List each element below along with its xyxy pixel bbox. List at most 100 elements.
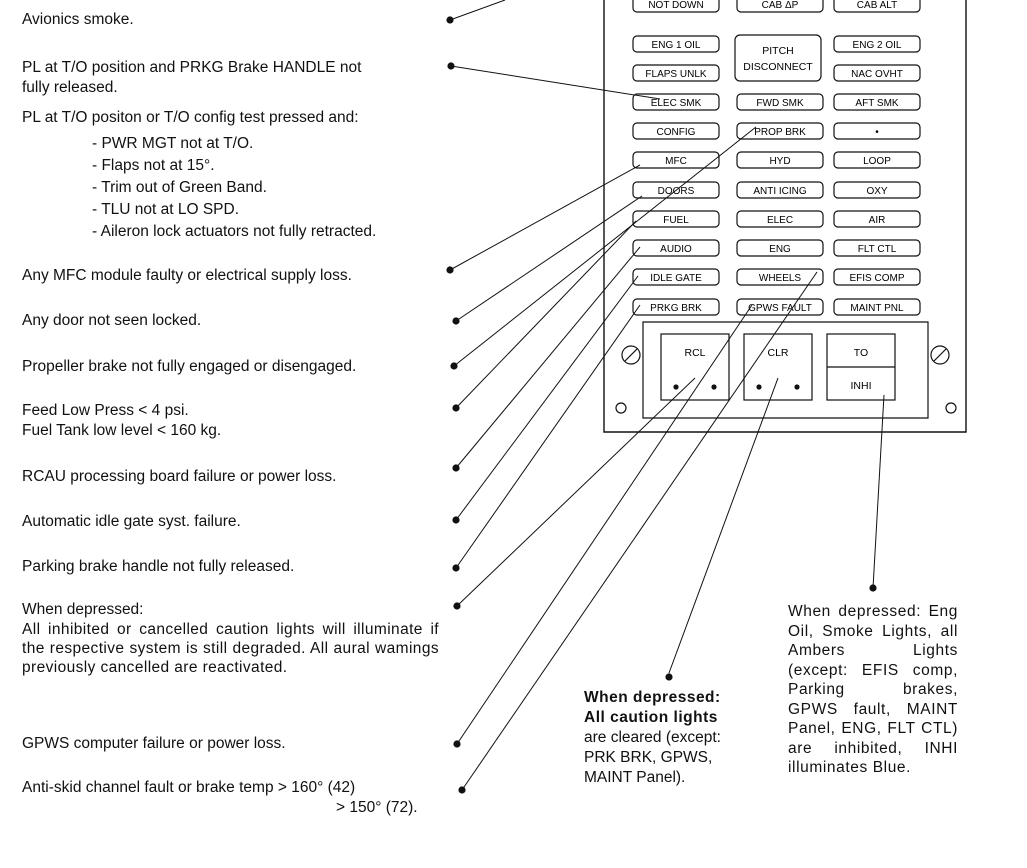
- idle-gate-text: Automatic idle gate syst. failure.: [22, 513, 241, 530]
- panel-frame: [603, 0, 967, 433]
- pitch-line2: DISCONNECT: [743, 61, 813, 73]
- caution-light-label: PRKG BRK: [650, 303, 702, 314]
- pitch-disconnect-button: [734, 34, 822, 82]
- caution-light-air[interactable]: AIR: [833, 210, 921, 228]
- caution-light-hyd[interactable]: HYD: [736, 151, 824, 169]
- fuel-text-line2: Fuel Tank low level < 160 kg.: [22, 422, 222, 439]
- pl-to-text-line2: fully released.: [22, 79, 118, 96]
- caution-light-blank[interactable]: •: [833, 122, 921, 140]
- wheels-text-line2: > 150° (72).: [336, 799, 418, 816]
- screw-right-icon: [930, 345, 950, 365]
- caution-light-nac-ovht[interactable]: NAC OVHT: [833, 64, 921, 82]
- clr-note-line4: PRK BRK, GPWS,: [584, 749, 713, 766]
- config-heading: PL at T/O positon or T/O config test pre…: [22, 109, 359, 126]
- caution-light-eng[interactable]: ENG: [736, 239, 824, 257]
- mount-hole-left-icon: [615, 402, 627, 414]
- caution-light-label: PROP BRK: [754, 127, 806, 138]
- caution-light-label: MAINT PNL: [850, 303, 904, 314]
- clr-note-line5: MAINT Panel).: [584, 769, 686, 786]
- caution-light-label: ELEC: [767, 215, 793, 226]
- caution-light-eng-1-oil[interactable]: ENG 1 OIL: [632, 35, 720, 53]
- clr-note-line1: When depressed:: [584, 689, 721, 706]
- caution-light-label: FUEL: [663, 215, 689, 226]
- caution-light-loop[interactable]: LOOP: [833, 151, 921, 169]
- rcl-body: All inhibited or cancelled caution light…: [22, 621, 439, 676]
- caution-light-fuel[interactable]: FUEL: [632, 210, 720, 228]
- caution-light-gpws-fault[interactable]: GPWS FAULT: [736, 298, 824, 316]
- screw-left-icon: [621, 345, 641, 365]
- avionics-smoke-text: Avionics smoke.: [22, 11, 134, 28]
- prop-brk-text: Propeller brake not fully engaged or dis…: [22, 358, 357, 375]
- config-item-1: - PWR MGT not at T/O.: [92, 135, 254, 152]
- config-item-2: - Flaps not at 15°.: [92, 157, 215, 174]
- mfc-text: Any MFC module faulty or electrical supp…: [22, 267, 352, 284]
- caution-light-label: EFIS COMP: [849, 273, 904, 284]
- caution-light-label: AFT SMK: [855, 98, 898, 109]
- caution-light-config[interactable]: CONFIG: [632, 122, 720, 140]
- caution-light-label: GPWS FAULT: [748, 303, 812, 314]
- caution-light-efis-comp[interactable]: EFIS COMP: [833, 268, 921, 286]
- wheels-text-line1: Anti-skid channel fault or brake temp > …: [22, 779, 356, 796]
- config-item-4: - TLU not at LO SPD.: [92, 201, 240, 218]
- gpws-text: GPWS computer failure or power loss.: [22, 735, 286, 752]
- caution-light-label: AIR: [869, 215, 886, 226]
- caution-light-label: CONFIG: [657, 127, 696, 138]
- caution-light-label: HYD: [769, 156, 790, 167]
- caution-light-cab-p[interactable]: CAB ΔP: [736, 0, 824, 13]
- caution-light-label: LOOP: [863, 156, 891, 167]
- caution-light-oxy[interactable]: OXY: [833, 181, 921, 199]
- caution-light-label: CAB ALT: [857, 0, 897, 11]
- caution-light-label: DOORS: [658, 186, 695, 197]
- caution-light-label: ANTI ICING: [753, 186, 807, 197]
- caution-light-label: NAC OVHT: [851, 69, 903, 80]
- caution-light-label: FLAPS UNLK: [645, 69, 706, 80]
- config-item-3: - Trim out of Green Band.: [92, 179, 267, 196]
- caution-light-not-down[interactable]: NOT DOWN: [632, 0, 720, 13]
- caution-light-mfc[interactable]: MFC: [632, 151, 720, 169]
- caution-light-label: AUDIO: [660, 244, 692, 255]
- caution-light-label: FLT CTL: [858, 244, 897, 255]
- caution-light-label: ENG 1 OIL: [652, 40, 701, 51]
- caution-light-maint-pnl[interactable]: MAINT PNL: [833, 298, 921, 316]
- caution-light-wheels[interactable]: WHEELS: [736, 268, 824, 286]
- caution-light-label: WHEELS: [759, 273, 802, 284]
- caution-light-label: ENG: [769, 244, 791, 255]
- rcau-text: RCAU processing board failure or power l…: [22, 468, 337, 485]
- caution-light-cab-alt[interactable]: CAB ALT: [833, 0, 921, 13]
- leader-dots: [446, 16, 877, 794]
- caution-light-flaps-unlk[interactable]: FLAPS UNLK: [632, 64, 720, 82]
- fuel-text-line1: Feed Low Press < 4 psi.: [22, 402, 189, 419]
- to-label: TO: [854, 347, 868, 359]
- caution-light-fwd-smk[interactable]: FWD SMK: [736, 93, 824, 111]
- caution-light-audio[interactable]: AUDIO: [632, 239, 720, 257]
- caution-light-aft-smk[interactable]: AFT SMK: [833, 93, 921, 111]
- mount-hole-right-icon: [945, 402, 957, 414]
- rcl-heading: When depressed:: [22, 601, 144, 618]
- caution-light-label: OXY: [866, 186, 887, 197]
- doors-text: Any door not seen locked.: [22, 312, 202, 329]
- caution-light-label: ELEC SMK: [651, 98, 702, 109]
- caution-light-eng-2-oil[interactable]: ENG 2 OIL: [833, 35, 921, 53]
- caution-light-label: •: [875, 127, 879, 138]
- clr-button: [743, 333, 813, 401]
- leader-lines: [449, 0, 885, 791]
- caution-light-idle-gate[interactable]: IDLE GATE: [632, 268, 720, 286]
- caution-light-elec[interactable]: ELEC: [736, 210, 824, 228]
- prkg-text: Parking brake handle not fully released.: [22, 558, 295, 575]
- caution-light-label: ENG 2 OIL: [853, 40, 902, 51]
- config-item-5: - Aileron lock actuators not fully retra…: [92, 223, 377, 240]
- caution-light-flt-ctl[interactable]: FLT CTL: [833, 239, 921, 257]
- caution-light-prkg-brk[interactable]: PRKG BRK: [632, 298, 720, 316]
- clr-label: CLR: [767, 347, 788, 359]
- caution-light-label: MFC: [665, 156, 687, 167]
- caution-light-anti-icing[interactable]: ANTI ICING: [736, 181, 824, 199]
- clr-note-line2: All caution lights: [584, 709, 718, 726]
- inhi-label: INHI: [851, 380, 872, 392]
- pitch-line1: PITCH: [762, 45, 794, 57]
- caution-light-label: CAB ΔP: [762, 0, 799, 11]
- caution-light-label: FWD SMK: [756, 98, 804, 109]
- caution-light-label: NOT DOWN: [648, 0, 703, 11]
- caution-light-prop-brk[interactable]: PROP BRK: [736, 122, 824, 140]
- control-bezel: [642, 321, 929, 419]
